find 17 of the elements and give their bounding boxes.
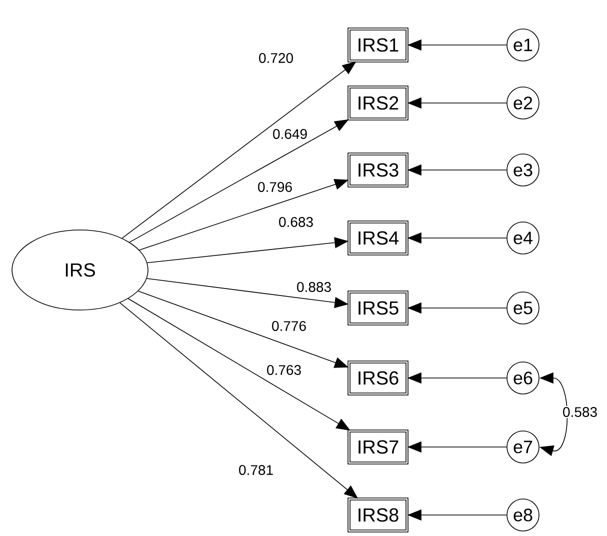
edge-label: 0.776 bbox=[270, 320, 308, 332]
edge-label: 0.720 bbox=[257, 52, 295, 64]
observed-variable-box: IRS8 bbox=[348, 498, 408, 532]
edge-label: 0.796 bbox=[256, 181, 294, 193]
edge-label: 0.649 bbox=[272, 128, 309, 140]
observed-variable-box: IRS6 bbox=[348, 360, 408, 396]
edge-label: 0.781 bbox=[237, 464, 275, 476]
observed-variable-box: IRS3 bbox=[348, 152, 408, 188]
observed-variable-box: IRS2 bbox=[348, 86, 408, 120]
observed-variable-box: IRS5 bbox=[348, 290, 408, 326]
observed-variable-box: IRS1 bbox=[348, 28, 408, 62]
edge-label: 0.583 bbox=[562, 406, 599, 418]
observed-variable-box: IRS7 bbox=[348, 430, 408, 464]
edge-label: 0.763 bbox=[266, 364, 303, 376]
observed-variable-box: IRS4 bbox=[348, 220, 408, 256]
edge-label: 0.883 bbox=[296, 281, 333, 293]
edge-label: 0.683 bbox=[277, 216, 315, 228]
